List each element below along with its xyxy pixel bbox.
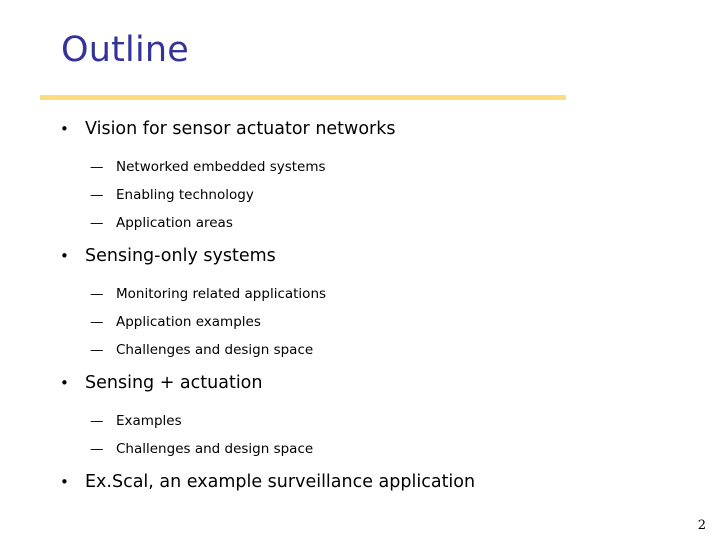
em-dash-icon: — — [90, 314, 104, 330]
em-dash-icon: — — [90, 441, 104, 457]
outline-group: • Vision for sensor actuator networks — … — [0, 118, 720, 232]
bullet-dot-icon: • — [60, 247, 69, 265]
slide-page-number: 2 — [697, 518, 706, 533]
outline-item-level2: — Enabling technology — [0, 186, 720, 204]
outline-item-level1: • Ex.Scal, an example surveillance appli… — [0, 471, 720, 494]
bullet-dot-icon: • — [60, 374, 69, 392]
outline-group: • Ex.Scal, an example surveillance appli… — [0, 471, 720, 494]
outline-group: • Sensing-only systems — Monitoring rela… — [0, 245, 720, 359]
bullet-dot-icon: • — [60, 120, 69, 138]
outline-item-level2-label: Enabling technology — [116, 187, 254, 203]
outline-item-level2-label: Challenges and design space — [116, 342, 314, 358]
outline-item-level2: — Application examples — [0, 313, 720, 331]
outline-item-level2-label: Application examples — [116, 314, 261, 330]
outline-item-level2: — Monitoring related applications — [0, 285, 720, 303]
em-dash-icon: — — [90, 413, 104, 429]
outline-item-level2: — Challenges and design space — [0, 341, 720, 359]
outline-item-level1-label: Sensing-only systems — [85, 246, 276, 266]
outline-item-level2-label: Monitoring related applications — [116, 286, 327, 302]
page-title: Outline — [61, 30, 190, 70]
title-divider-rule — [40, 95, 566, 100]
outline-body: • Vision for sensor actuator networks — … — [0, 118, 720, 494]
em-dash-icon: — — [90, 159, 104, 175]
outline-item-level2-label: Examples — [116, 413, 182, 429]
outline-group: • Sensing + actuation — Examples — Chall… — [0, 372, 720, 458]
em-dash-icon: — — [90, 187, 104, 203]
outline-item-level2-label: Application areas — [116, 215, 233, 231]
outline-item-level1: • Sensing-only systems — [0, 245, 720, 268]
em-dash-icon: — — [90, 215, 104, 231]
outline-item-level1: • Vision for sensor actuator networks — [0, 118, 720, 141]
outline-item-level1-label: Ex.Scal, an example surveillance applica… — [85, 472, 476, 492]
outline-item-level2: — Networked embedded systems — [0, 158, 720, 176]
em-dash-icon: — — [90, 286, 104, 302]
em-dash-icon: — — [90, 342, 104, 358]
outline-item-level2-label: Challenges and design space — [116, 441, 314, 457]
outline-item-level1: • Sensing + actuation — [0, 372, 720, 395]
outline-item-level2: — Challenges and design space — [0, 440, 720, 458]
outline-item-level2: — Application areas — [0, 214, 720, 232]
outline-item-level1-label: Vision for sensor actuator networks — [85, 119, 396, 139]
outline-item-level1-label: Sensing + actuation — [85, 373, 263, 393]
bullet-dot-icon: • — [60, 473, 69, 491]
outline-item-level2: — Examples — [0, 412, 720, 430]
outline-item-level2-label: Networked embedded systems — [116, 159, 326, 175]
